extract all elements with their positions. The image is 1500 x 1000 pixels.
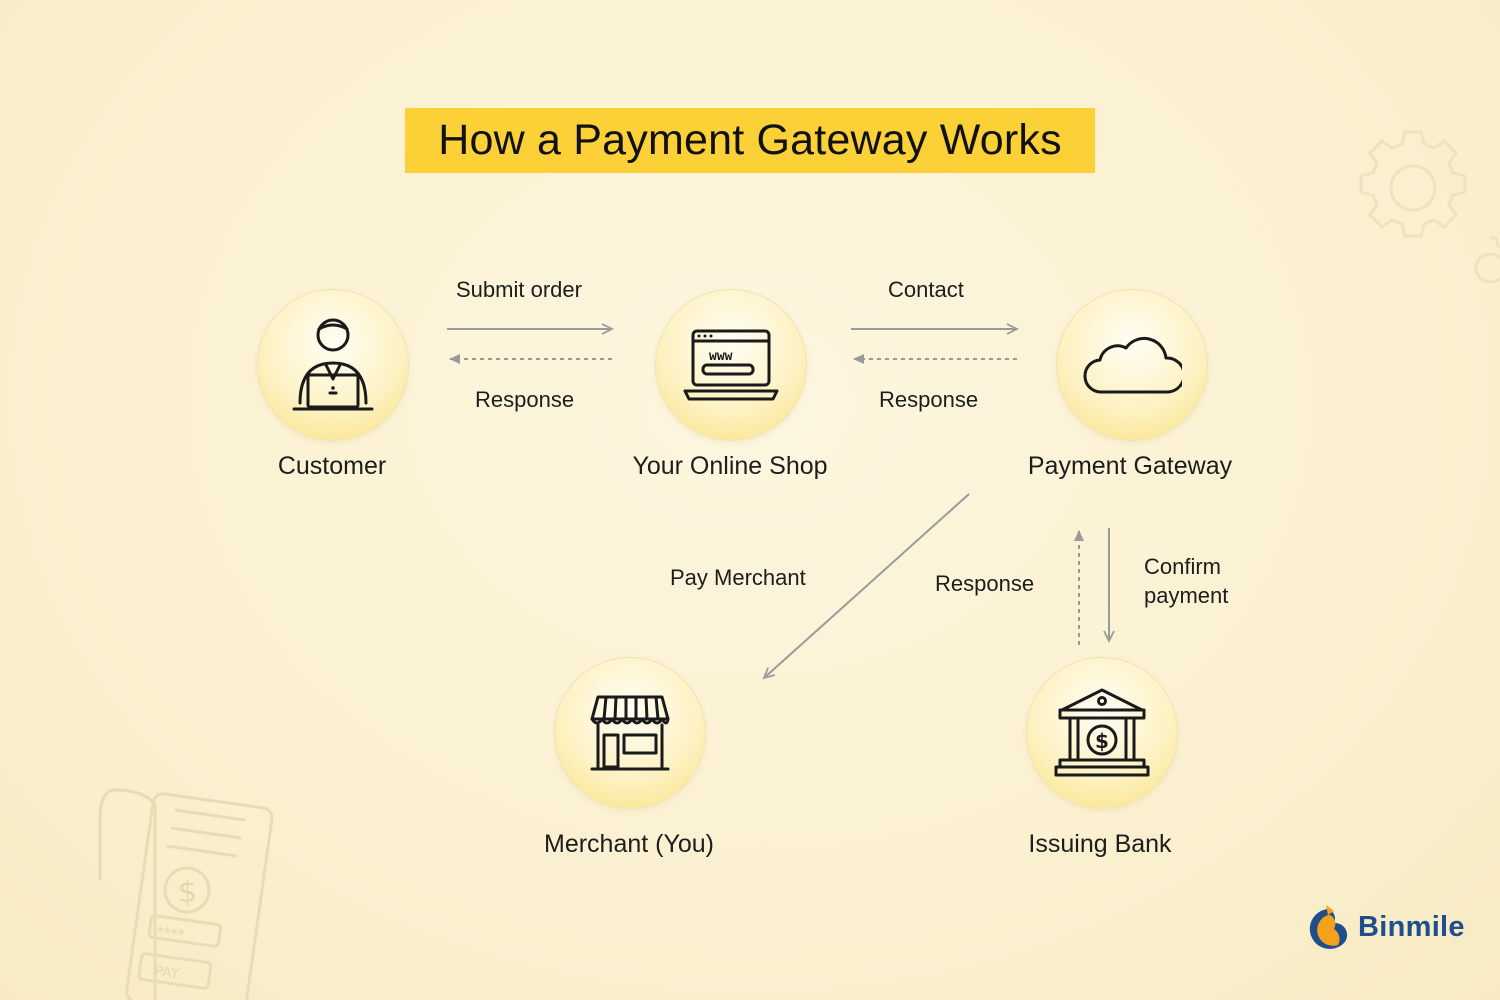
arrow-pay-merchant [762,493,970,680]
storefront-icon [590,695,670,771]
edge-label-response-shop: Response [879,387,979,412]
receipt-currency-text: $ [178,875,197,910]
brand-name: Binmile [1358,910,1465,943]
receipt-decoration-icon: $ **** PAY [98,788,274,1000]
edge-label-response-customer: Response [475,387,575,412]
edge-label-confirm-payment-1: Confirm [1144,554,1222,579]
node-online-shop: www [655,289,807,441]
edge-label-contact: Contact [888,277,964,302]
receipt-pay-text: PAY [154,963,181,982]
page-title: How a Payment Gateway Works [438,116,1062,164]
person-with-laptop-icon [292,318,374,411]
bank-icon: $ [1054,688,1150,777]
edge-label-submit-order: Submit order [456,277,582,302]
node-issuing-bank: $ [1026,657,1178,809]
svg-text:$: $ [1095,729,1109,753]
title-banner: How a Payment Gateway Works [405,108,1095,173]
cloud-icon [1083,337,1182,394]
gear-decoration-icon [1359,130,1500,284]
svg-text:www: www [709,349,733,364]
laptop-www-icon: www [683,329,779,401]
binmile-logo-icon [1309,905,1348,949]
node-payment-gateway [1056,289,1208,441]
edge-label-pay-merchant: Pay Merchant [670,565,806,590]
label-merchant: Merchant (You) [544,830,714,858]
label-online-shop: Your Online Shop [632,452,828,480]
edge-label-response-bank: Response [935,571,1035,596]
node-customer [257,289,409,441]
label-payment-gateway: Payment Gateway [1027,452,1233,480]
receipt-stars-text: **** [155,924,185,944]
label-issuing-bank: Issuing Bank [1028,830,1172,858]
edge-label-confirm-payment-2: payment [1144,583,1229,608]
label-customer: Customer [277,452,387,480]
node-merchant [554,657,706,809]
brand-logo: Binmile [1306,903,1465,951]
